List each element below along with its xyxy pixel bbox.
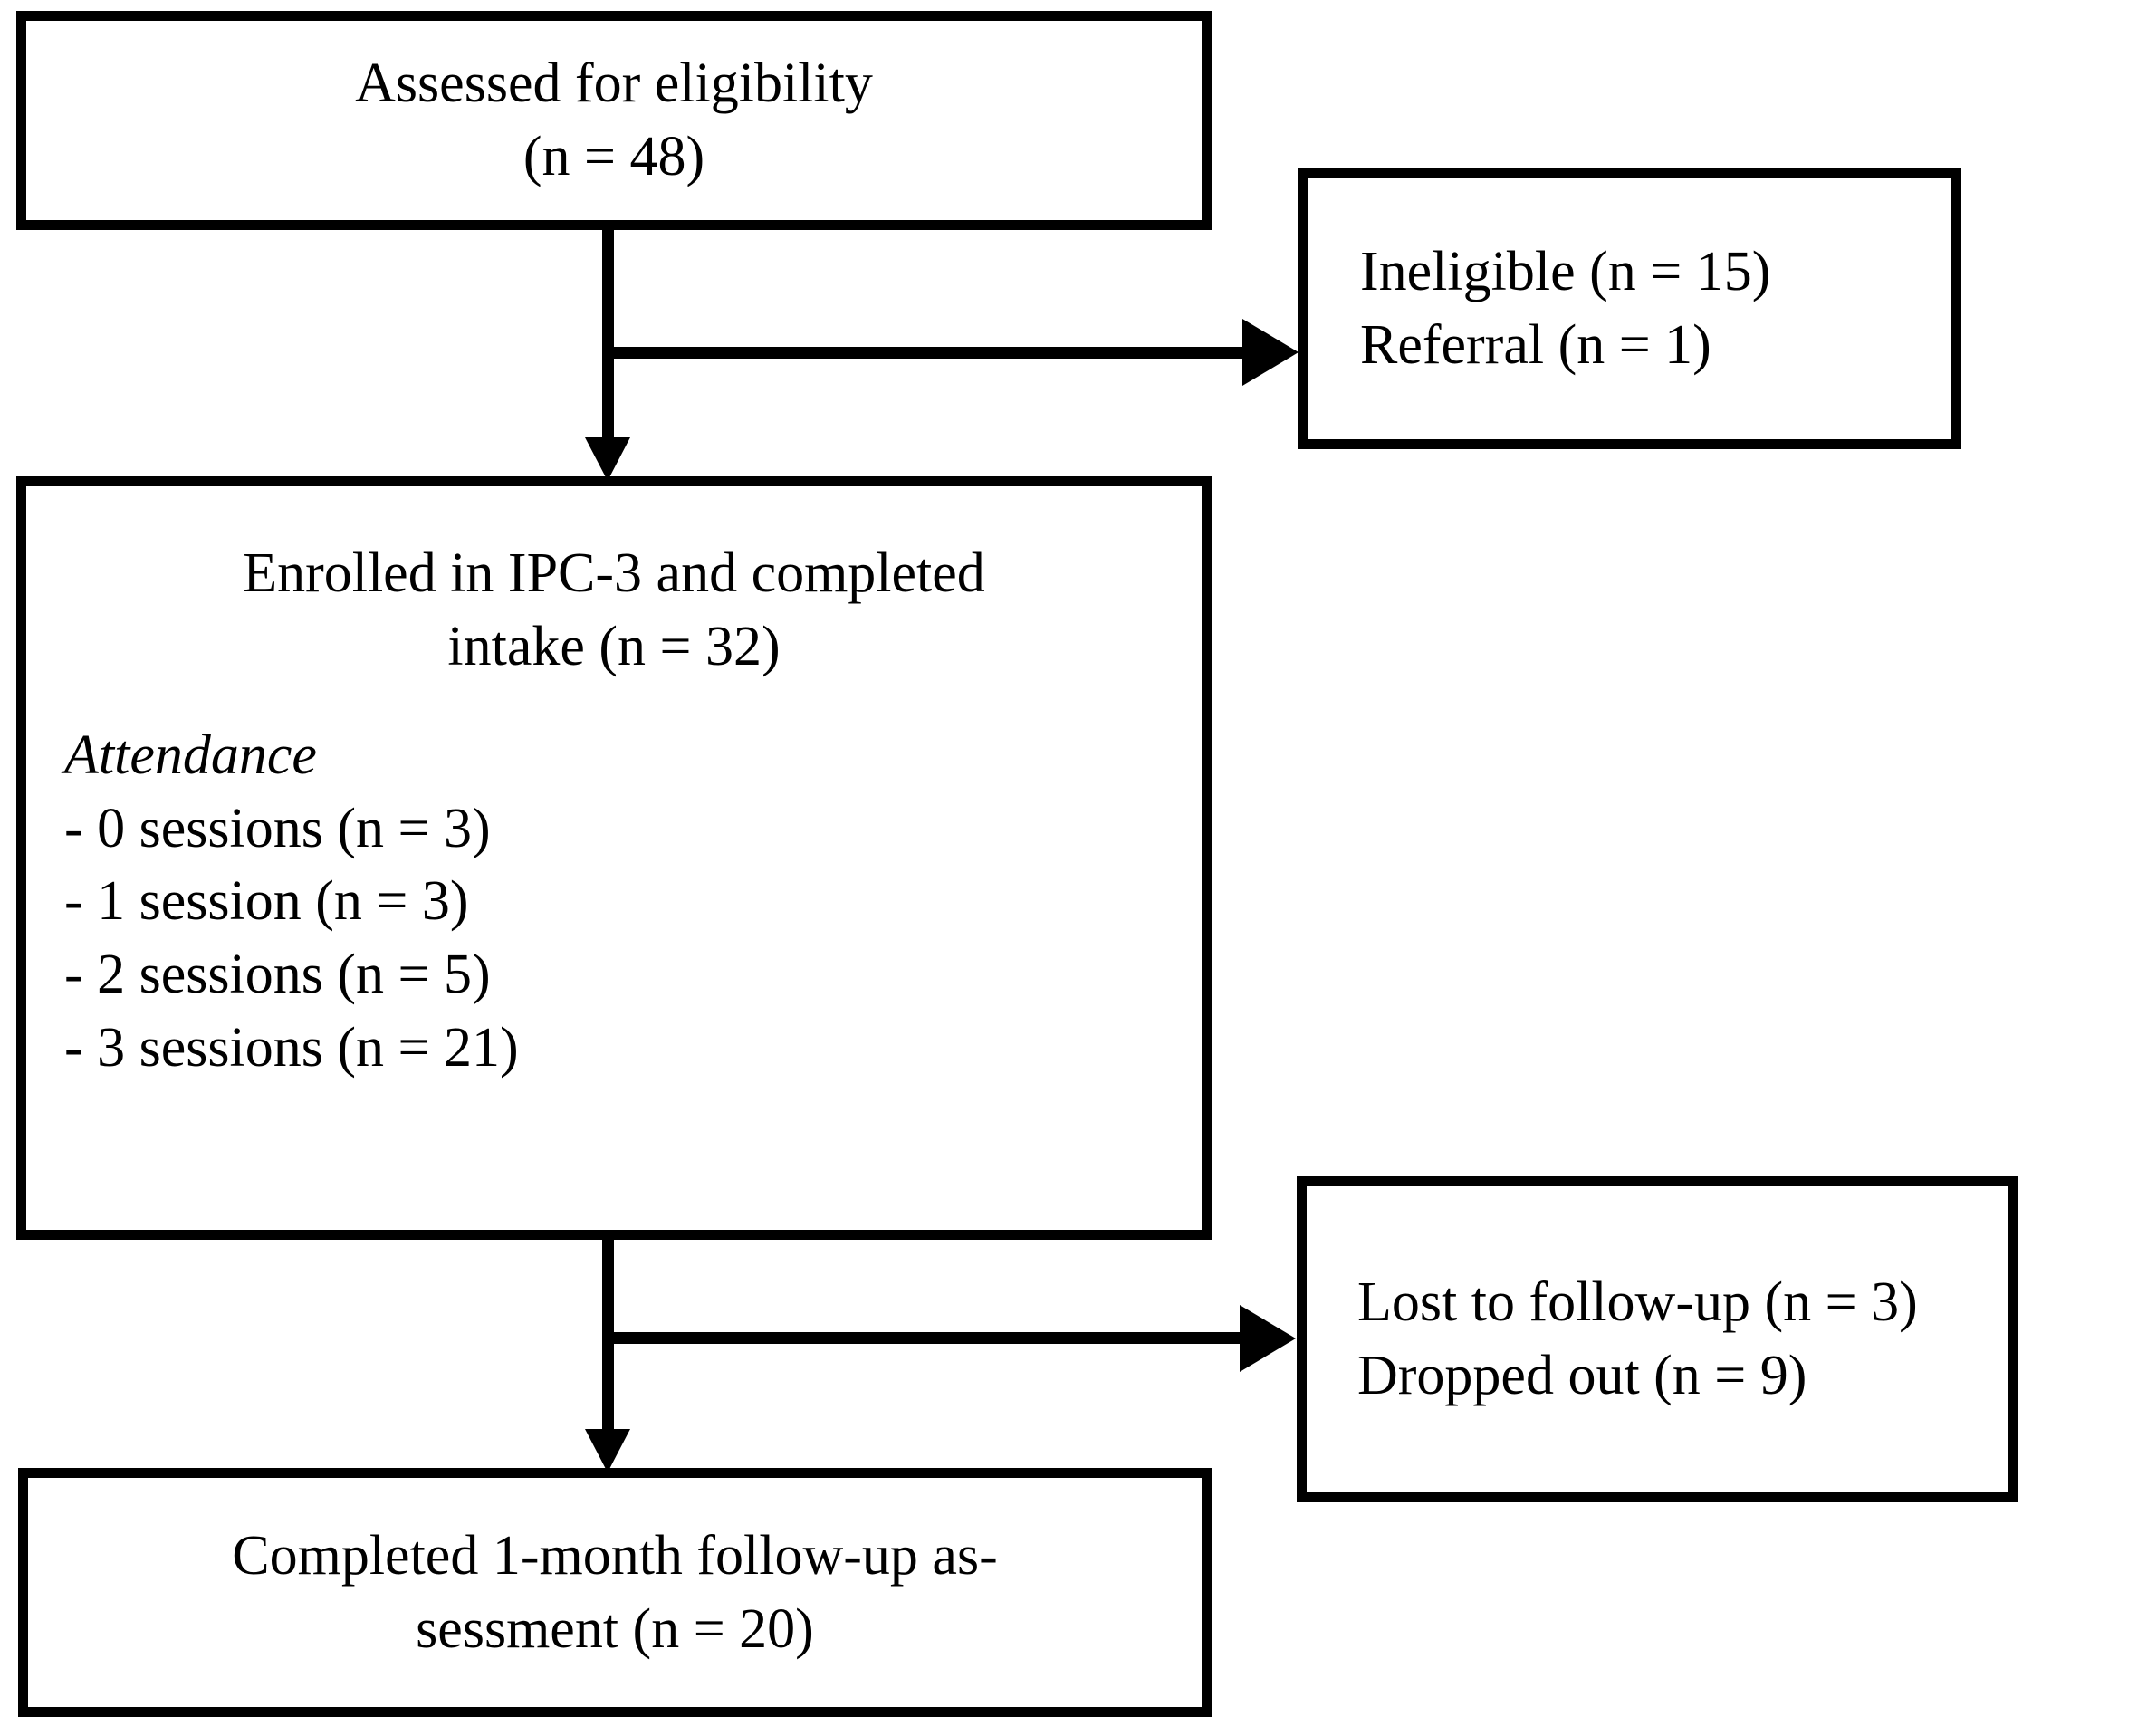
connector-branch-assessed-to-ineligible	[602, 347, 1259, 359]
arrowhead-right-icon	[1242, 319, 1299, 386]
arrowhead-down-icon	[585, 437, 630, 481]
connector-trunk-assessed-to-enrolled	[602, 226, 614, 441]
node-assessed-line-1: Assessed for eligibility	[355, 53, 873, 115]
node-enrolled-in-ipc-3: Enrolled in IPC-3 and completed intake (…	[16, 476, 1212, 1240]
node-enrolled-title-line-1: Enrolled in IPC-3 and completed	[243, 542, 985, 604]
attendance-item-2-sessions: - 2 sessions (n = 5)	[64, 943, 491, 1005]
node-completed-line-2: sessment (n = 20)	[416, 1597, 814, 1660]
node-enrolled-title: Enrolled in IPC-3 and completed intake (…	[64, 537, 1164, 683]
node-assessed-line-2: (n = 48)	[522, 126, 705, 187]
node-ineligible-referral: Ineligible (n = 15) Referral (n = 1)	[1298, 168, 1961, 449]
node-ineligible-line-1: Ineligible (n = 15)	[1360, 241, 1771, 303]
attendance-item-3-sessions: - 3 sessions (n = 21)	[64, 1016, 519, 1079]
node-lost-to-follow-up: Lost to follow-up (n = 3) Dropped out (n…	[1297, 1176, 2018, 1502]
node-completed-line-1: Completed 1-month follow-up as-	[232, 1524, 998, 1587]
attendance-item-0-sessions: - 0 sessions (n = 3)	[64, 797, 491, 859]
connector-branch-enrolled-to-lost	[602, 1332, 1256, 1344]
node-enrolled-attendance: Attendance - 0 sessions (n = 3) - 1 sess…	[64, 719, 1164, 1084]
node-lost-line-1: Lost to follow-up (n = 3)	[1357, 1271, 1918, 1334]
attendance-heading: Attendance	[64, 724, 317, 787]
node-lost-line-2: Dropped out (n = 9)	[1357, 1345, 1807, 1406]
attendance-item-1-session: - 1 session (n = 3)	[64, 870, 469, 933]
node-completed-follow-up-assessment: Completed 1-month follow-up as- sessment…	[18, 1468, 1212, 1717]
node-assessed-for-eligibility: Assessed for eligibility (n = 48)	[16, 11, 1212, 230]
node-ineligible-line-2: Referral (n = 1)	[1360, 314, 1711, 376]
arrowhead-down-icon	[585, 1429, 630, 1472]
node-enrolled-title-line-2: intake (n = 32)	[447, 615, 781, 677]
arrowhead-right-icon	[1240, 1305, 1296, 1372]
